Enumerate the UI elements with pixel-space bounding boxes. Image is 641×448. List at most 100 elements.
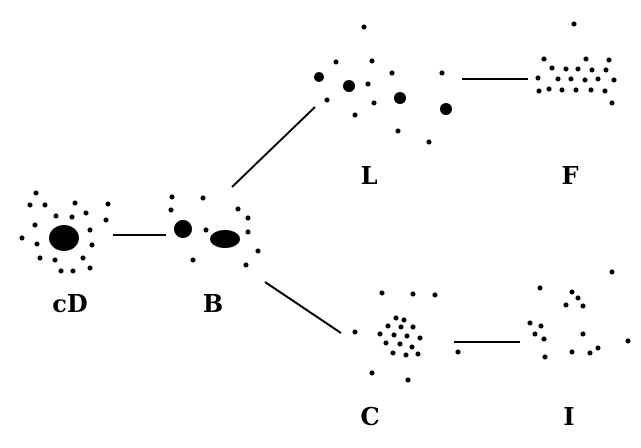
cluster-F: [535, 21, 617, 106]
member-dot: [352, 329, 358, 335]
member-dot: [33, 190, 39, 196]
member-dot: [369, 370, 375, 376]
member-dot: [103, 217, 109, 223]
member-dot: [542, 354, 548, 360]
member-dot: [169, 194, 175, 200]
dominant-galaxy: [49, 225, 79, 251]
member-dot: [595, 76, 601, 82]
label-L: L: [361, 161, 378, 190]
member-dot: [568, 76, 574, 82]
member-dot: [42, 202, 48, 208]
member-dot: [571, 21, 577, 27]
bright-galaxy: [174, 220, 192, 238]
member-dot: [200, 195, 206, 201]
member-dot: [80, 255, 86, 261]
member-dot: [168, 207, 174, 213]
member-dot: [538, 323, 544, 329]
member-dot: [409, 344, 415, 350]
member-dot: [83, 210, 89, 216]
member-dot: [87, 265, 93, 271]
member-dot: [34, 241, 40, 247]
member-dot: [595, 345, 601, 351]
member-dot: [602, 88, 608, 94]
member-dot: [255, 248, 261, 254]
member-dot: [235, 206, 241, 212]
member-dot: [393, 315, 399, 321]
member-dot: [398, 324, 404, 330]
bright-galaxy: [314, 72, 324, 82]
member-dot: [395, 128, 401, 134]
member-dot: [58, 268, 64, 274]
member-dot: [535, 75, 541, 81]
member-dot: [587, 350, 593, 356]
member-dot: [603, 67, 609, 73]
member-dot: [87, 227, 93, 233]
member-dot: [105, 201, 111, 207]
cluster-L: [314, 24, 452, 145]
member-dot: [575, 295, 581, 301]
member-dot: [625, 338, 631, 344]
member-dot: [371, 100, 377, 106]
member-dot: [377, 331, 383, 337]
edge-B-C: [264, 281, 342, 334]
member-dot: [580, 303, 586, 309]
member-dot: [559, 87, 565, 93]
member-dot: [37, 255, 43, 261]
member-dot: [361, 24, 367, 30]
member-dot: [563, 302, 569, 308]
member-dot: [53, 213, 59, 219]
member-dot: [573, 87, 579, 93]
bright-galaxy: [343, 80, 355, 92]
cluster-C: [352, 290, 438, 383]
member-dot: [365, 81, 371, 87]
member-dot: [541, 336, 547, 342]
member-dot: [401, 317, 407, 323]
label-C: C: [360, 402, 379, 431]
member-dot: [549, 65, 555, 71]
member-dot: [609, 100, 615, 106]
member-dot: [537, 285, 543, 291]
member-dot: [580, 331, 586, 337]
member-dot: [69, 214, 75, 220]
member-dot: [609, 269, 615, 275]
bright-galaxy: [440, 103, 452, 115]
member-dot: [432, 292, 438, 298]
cluster-cD: [19, 190, 111, 274]
cluster-B: [168, 194, 261, 268]
bright-galaxy: [210, 230, 240, 248]
edge-B-L: [231, 106, 316, 188]
member-dot: [70, 268, 76, 274]
member-dot: [555, 76, 561, 82]
label-F: F: [561, 161, 578, 190]
member-dot: [541, 56, 547, 62]
member-dot: [439, 70, 445, 76]
member-dot: [417, 335, 423, 341]
member-dot: [352, 112, 358, 118]
label-I: I: [563, 402, 574, 431]
member-dot: [536, 88, 542, 94]
member-dot: [245, 215, 251, 221]
member-dot: [426, 139, 432, 145]
member-dot: [563, 66, 569, 72]
member-dot: [588, 87, 594, 93]
member-dot: [72, 200, 78, 206]
member-dot: [410, 324, 416, 330]
member-dot: [32, 222, 38, 228]
member-dot: [391, 332, 397, 338]
member-dot: [569, 289, 575, 295]
member-dot: [89, 242, 95, 248]
member-dot: [410, 291, 416, 297]
member-dot: [611, 77, 617, 83]
member-dot: [583, 56, 589, 62]
member-dot: [324, 97, 330, 103]
member-dot: [379, 290, 385, 296]
member-dot: [575, 66, 581, 72]
member-dot: [415, 351, 421, 357]
label-B: B: [203, 289, 223, 318]
member-dot: [383, 340, 389, 346]
member-dot: [532, 331, 538, 337]
labels: cD B L F C I: [52, 161, 578, 431]
member-dot: [569, 349, 575, 355]
member-dot: [390, 350, 396, 356]
